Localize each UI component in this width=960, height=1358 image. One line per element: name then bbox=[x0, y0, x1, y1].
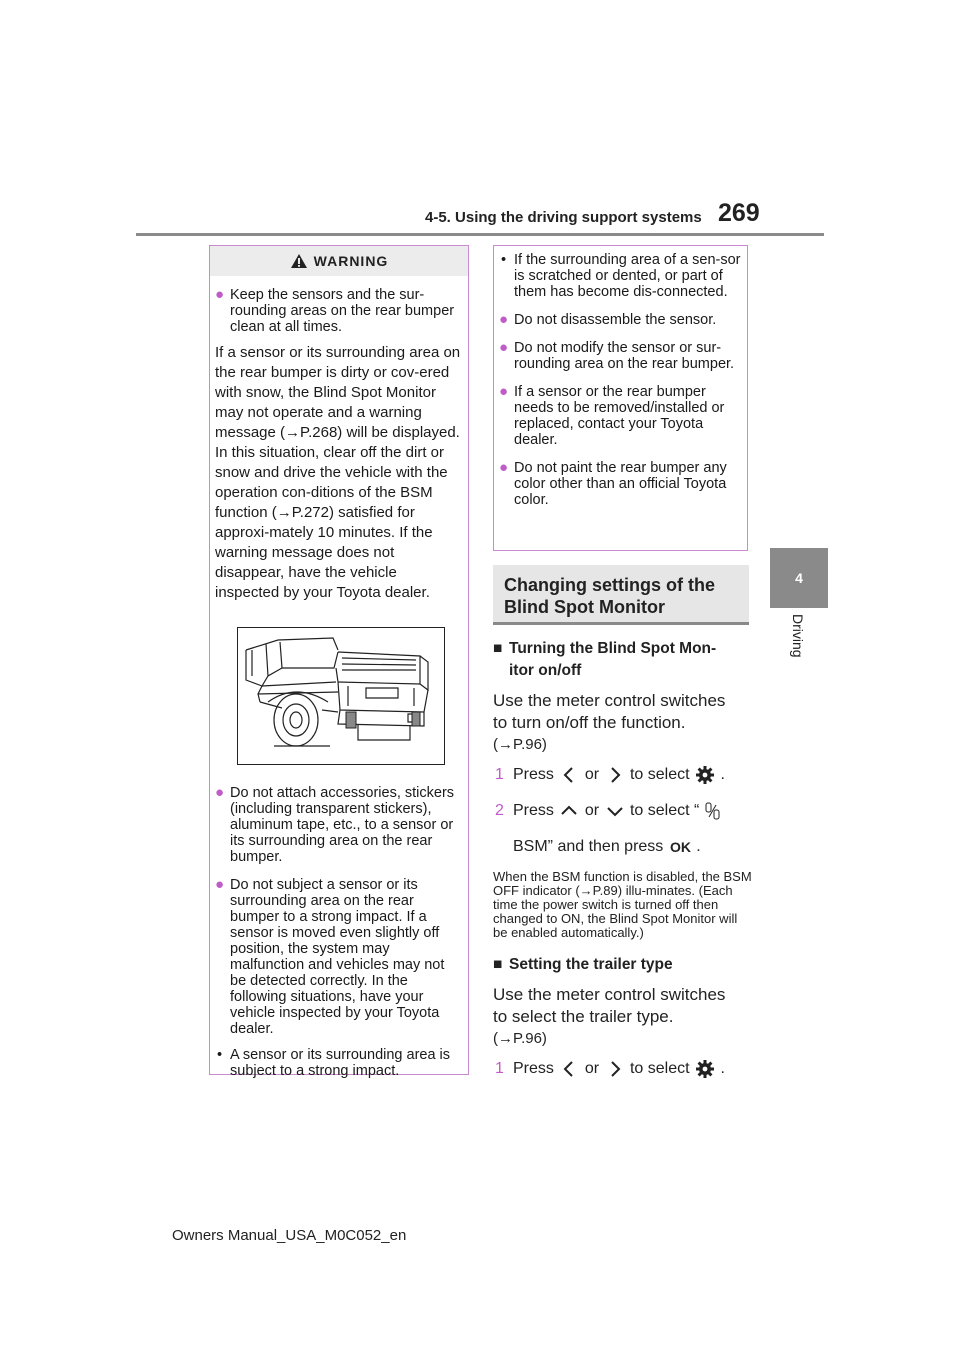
step-text: Press bbox=[513, 802, 554, 819]
subitem-bullet-icon: • bbox=[501, 252, 507, 268]
bullet-icon: ● bbox=[215, 784, 225, 801]
bullet-text: Do not attach accessories, stickers (inc… bbox=[230, 785, 455, 865]
chevron-down-icon bbox=[606, 807, 623, 817]
step-text: to select bbox=[629, 1060, 690, 1077]
subheading-trailer: ■ Setting the trailer type bbox=[493, 954, 753, 976]
subitem-text: A sensor or its surrounding area is subj… bbox=[230, 1047, 451, 1079]
step-text: or bbox=[584, 1060, 600, 1077]
settings-content: ■ Turning the Blind Spot Mon- itor on/of… bbox=[493, 638, 753, 1080]
step-text: to select bbox=[629, 766, 690, 783]
warning-subitem: • If the surrounding area of a sen-sor i… bbox=[499, 252, 741, 300]
bullet-icon: ● bbox=[499, 383, 509, 400]
subitem-text: If the surrounding area of a sen-sor is … bbox=[514, 252, 741, 300]
gear-icon bbox=[696, 765, 714, 784]
body-text: Use the meter control switches to select… bbox=[493, 984, 753, 1050]
body-line: Use the meter control switches bbox=[493, 985, 726, 1004]
warning-bullet: ● If a sensor or the rear bumper needs t… bbox=[499, 383, 741, 449]
step-text: . bbox=[720, 766, 725, 783]
bullet-icon: ● bbox=[499, 459, 509, 476]
warning-bullet: ● Do not disassemble the sensor. bbox=[499, 311, 741, 329]
bullet-icon: ● bbox=[499, 311, 509, 328]
step-text: or bbox=[584, 802, 600, 819]
page-reference: (→P.96) bbox=[493, 1030, 547, 1047]
step-text: . bbox=[696, 838, 701, 855]
step-1: 1 Press or to select . bbox=[493, 764, 753, 786]
section-heading-line2: Blind Spot Monitor bbox=[504, 597, 665, 617]
header-divider bbox=[136, 233, 824, 236]
body-text: Use the meter control switches to turn o… bbox=[493, 690, 753, 756]
square-bullet-icon: ■ bbox=[493, 956, 503, 973]
subheading-line1: Turning the Blind Spot Mon- bbox=[509, 640, 717, 657]
step-number: 1 bbox=[495, 1060, 504, 1077]
bullet-icon: ● bbox=[215, 286, 225, 303]
square-bullet-icon: ■ bbox=[493, 640, 503, 657]
ok-button-icon: OK bbox=[670, 839, 691, 855]
bullet-text: Do not paint the rear bumper any color o… bbox=[514, 460, 727, 508]
warning-header: WARNING bbox=[210, 246, 468, 276]
step-text: to select “ bbox=[629, 802, 700, 819]
bullet-text: Do not subject a sensor or its surroundi… bbox=[230, 877, 445, 1037]
chevron-right-icon bbox=[610, 1061, 620, 1077]
step-number: 1 bbox=[495, 766, 504, 783]
step-2-continued: BSM” and then press OK . bbox=[493, 836, 753, 858]
chevron-left-icon bbox=[563, 1061, 574, 1077]
step-text: or bbox=[584, 766, 600, 783]
warning-bullet: ● Do not paint the rear bumper any color… bbox=[499, 459, 741, 509]
section-heading-line1: Changing settings of the bbox=[504, 575, 715, 595]
truck-rear-sensor-illustration bbox=[237, 627, 445, 765]
chevron-left-icon bbox=[563, 767, 574, 783]
chapter-tab: 4 bbox=[770, 548, 828, 608]
svg-text:OK: OK bbox=[670, 839, 691, 855]
subheading-line2: itor on/off bbox=[509, 662, 582, 679]
chapter-label-wrap: Driving bbox=[770, 610, 828, 680]
subitem-bullet-icon: • bbox=[217, 1047, 223, 1063]
bullet-text: Do not modify the sensor or sur-rounding… bbox=[514, 340, 735, 372]
footer-doc-id: Owners Manual_USA_M0C052_en bbox=[172, 1227, 407, 1244]
note-text: When the BSM function is disabled, the B… bbox=[493, 869, 752, 940]
gear-icon bbox=[696, 1059, 714, 1078]
step-text: Press bbox=[513, 766, 554, 783]
section-heading: Changing settings of the Blind Spot Moni… bbox=[493, 565, 749, 625]
warning-bullet: ● Keep the sensors and the sur-rounding … bbox=[215, 286, 462, 336]
subheading-line1: Setting the trailer type bbox=[509, 956, 673, 973]
warning-paragraph: If a sensor or its surrounding area on t… bbox=[215, 344, 461, 601]
subheading-turning: ■ Turning the Blind Spot Mon- itor on/of… bbox=[493, 638, 753, 682]
body-line: to turn on/off the function. bbox=[493, 713, 686, 732]
bullet-icon: ● bbox=[215, 876, 225, 893]
step-2: 2 Press or to select “ bbox=[493, 800, 753, 822]
chevron-right-icon bbox=[610, 767, 620, 783]
warning-subitem: • A sensor or its surrounding area is su… bbox=[215, 1047, 462, 1079]
chevron-up-icon bbox=[561, 805, 578, 815]
warning-triangle-icon bbox=[290, 253, 307, 268]
page-number: 269 bbox=[718, 199, 760, 227]
bullet-text: If a sensor or the rear bumper needs to … bbox=[514, 384, 725, 448]
chapter-label: Driving bbox=[790, 614, 806, 658]
step-number: 2 bbox=[495, 802, 504, 819]
warning-bullet: ● Do not attach accessories, stickers (i… bbox=[215, 784, 462, 866]
bullet-text: Keep the sensors and the sur-rounding ar… bbox=[230, 287, 455, 335]
bullet-text: Do not disassemble the sensor. bbox=[514, 312, 717, 328]
step-text: BSM” and then press bbox=[513, 838, 664, 855]
bullet-icon: ● bbox=[499, 339, 509, 356]
body-line: Use the meter control switches bbox=[493, 691, 726, 710]
step-text: . bbox=[720, 1060, 725, 1077]
warning-bullet: ● Do not modify the sensor or sur-roundi… bbox=[499, 339, 741, 373]
step-text: Press bbox=[513, 1060, 554, 1077]
warning-bullet: ● Do not subject a sensor or its surroun… bbox=[215, 876, 462, 1038]
section-title: 4-5. Using the driving support systems bbox=[425, 209, 702, 226]
warning-continued-box: • If the surrounding area of a sen-sor i… bbox=[493, 245, 748, 551]
body-line: to select the trailer type. bbox=[493, 1007, 674, 1026]
page-reference: (→P.96) bbox=[493, 736, 547, 753]
warning-box: WARNING ● Keep the sensors and the sur-r… bbox=[209, 245, 469, 1079]
warning-title: WARNING bbox=[313, 253, 389, 269]
step-1: 1 Press or to select . bbox=[493, 1058, 753, 1080]
bsm-indicator-icon bbox=[705, 802, 720, 820]
